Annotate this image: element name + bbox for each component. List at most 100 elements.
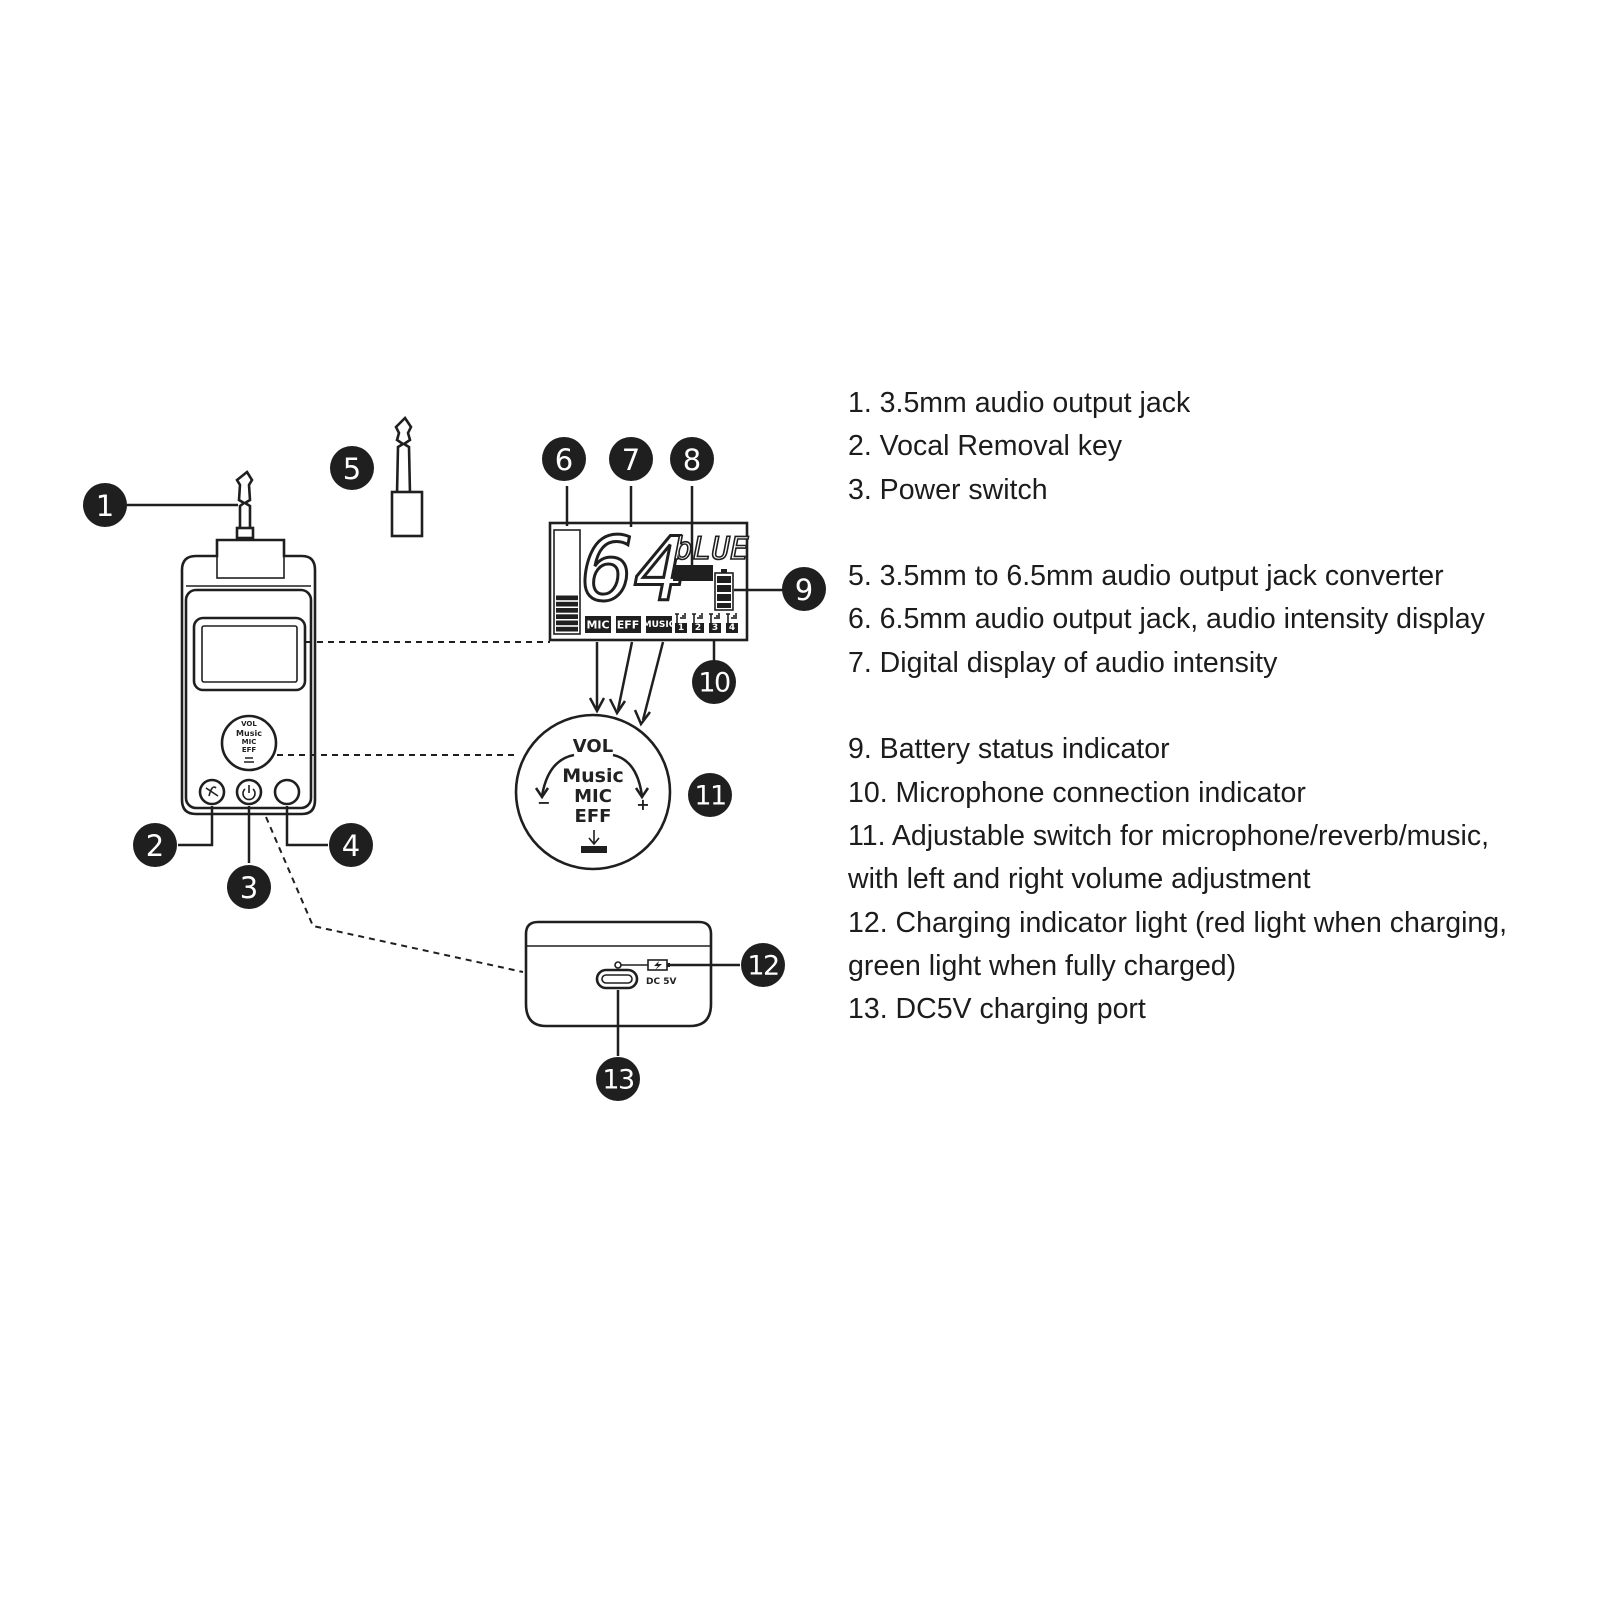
legend-item-5: 5. 3.5mm to 6.5mm audio output jack conv…: [848, 560, 1444, 593]
callout-6: 6: [542, 437, 586, 481]
tag-music: MUSIC: [643, 616, 676, 633]
callout-1: 1: [83, 483, 127, 527]
power-button[interactable]: [235, 778, 263, 806]
vocal-removal-button[interactable]: [198, 778, 226, 806]
dashed-leaders: [265, 641, 550, 973]
channel-2: 2: [692, 613, 704, 633]
callout-10-label: 10: [698, 668, 730, 699]
svg-text:EFF: EFF: [617, 619, 640, 632]
callout-12: 12: [741, 943, 785, 987]
audio-jack-plug: [235, 470, 255, 540]
legend-item-3: 3. Power switch: [848, 473, 1048, 506]
callout-9: 9: [782, 567, 826, 611]
charging-battery-icon: [647, 959, 670, 971]
legend-item-11: 11. Adjustable switch for microphone/rev…: [848, 819, 1490, 852]
legend-item-12: 12. Charging indicator light (red light …: [848, 906, 1508, 939]
knob-eff-label: EFF: [575, 806, 612, 827]
charging-port-detail: DC 5V: [524, 920, 713, 1028]
legend-item-1: 1. 3.5mm audio output jack: [848, 387, 1191, 419]
vol-right-arrowhead: [634, 787, 650, 800]
level-bar: [556, 626, 578, 632]
callout-13-label: 13: [602, 1065, 634, 1096]
receiver-device: VOL Music MIC EFF: [180, 470, 317, 816]
vol-right-arc: [612, 753, 644, 797]
leader-lines: [127, 486, 784, 1056]
callout-5: 5: [330, 446, 374, 490]
vol-left-arc: [540, 753, 575, 797]
svg-text:2: 2: [695, 623, 701, 633]
level-bar: [556, 620, 578, 626]
callout-11-label: 11: [694, 781, 725, 812]
knob-plus-label: +: [636, 795, 649, 814]
svg-text:MUSIC: MUSIC: [643, 620, 676, 630]
lcd-digits: 64: [581, 518, 687, 621]
legend-item-6: 6. 6.5mm audio output jack, audio intens…: [848, 603, 1485, 636]
callout-9-label: 9: [795, 573, 813, 607]
small-mic-label: MIC: [242, 738, 257, 746]
small-vol-label: VOL: [241, 720, 257, 728]
svg-text:MIC: MIC: [586, 619, 609, 632]
level-meter: [556, 595, 578, 632]
tag-eff: EFF: [616, 616, 641, 633]
callout-7: 7: [609, 437, 653, 481]
battery-icon: [714, 569, 734, 611]
level-bar: [556, 601, 578, 607]
device-screen: [192, 616, 307, 692]
tag-mic: MIC: [585, 616, 611, 633]
callout-6-label: 6: [555, 443, 573, 477]
channel-3: 3: [709, 613, 721, 633]
channel-1: 1: [675, 613, 687, 633]
legend-item-2: 2. Vocal Removal key: [848, 430, 1123, 463]
callout-4: 4: [329, 823, 373, 867]
callout-2: 2: [133, 823, 177, 867]
callout-3-label: 3: [240, 871, 258, 905]
knob-music-label: Music: [562, 765, 624, 787]
lcd-display: 64 bLUE MIC EFF MUSIC: [548, 517, 750, 642]
usb-c-port: [595, 968, 639, 990]
svg-text:4: 4: [729, 623, 735, 633]
callout-8-label: 8: [683, 443, 701, 477]
callout-13: 13: [596, 1057, 640, 1101]
callout-5-label: 5: [343, 452, 361, 486]
callout-3: 3: [227, 865, 271, 909]
callout-8: 8: [670, 437, 714, 481]
knob-minus-label: −: [537, 793, 550, 812]
level-bar: [556, 614, 578, 619]
legend-item-11-cont: with left and right volume adjustment: [848, 863, 1311, 896]
callout-12-label: 12: [747, 951, 778, 982]
svg-text:3: 3: [712, 623, 718, 633]
legend-item-12-cont: green light when fully charged): [848, 949, 1237, 982]
adapter-converter: [390, 415, 424, 538]
mic-channel-indicators: 1 2 3 4: [675, 613, 738, 633]
small-music-label: Music: [236, 729, 262, 738]
legend-item-7: 7. Digital display of audio intensity: [848, 646, 1278, 679]
callout-4-label: 4: [342, 829, 360, 863]
vocal-removal-icon: [205, 786, 219, 797]
small-eff-label: EFF: [242, 746, 257, 754]
device-knob[interactable]: VOL Music MIC EFF: [220, 714, 278, 772]
knob-mic-label: MIC: [574, 786, 612, 807]
level-meter-frame: [553, 529, 581, 635]
svg-text:1: 1: [678, 623, 684, 633]
dc-5v-label: DC 5V: [646, 977, 676, 987]
legend-item-13: 13. DC5V charging port: [848, 993, 1146, 1026]
callout-11: 11: [688, 773, 732, 817]
callout-1-label: 1: [96, 489, 114, 523]
legend-item-9: 9. Battery status indicator: [848, 733, 1170, 766]
level-bar: [556, 595, 578, 601]
knob-detail: VOL Music MIC EFF − +: [514, 713, 672, 871]
callout-2-label: 2: [146, 829, 164, 863]
blank-button[interactable]: [273, 778, 301, 806]
callout-7-label: 7: [622, 443, 640, 477]
level-bar: [556, 608, 578, 613]
knob-vol-label: VOL: [573, 736, 613, 757]
channel-4: 4: [726, 613, 738, 633]
callout-10: 10: [692, 660, 736, 704]
lcd-word: bLUE: [674, 531, 749, 567]
power-icon: [242, 788, 256, 801]
legend-item-10: 10. Microphone connection indicator: [848, 776, 1306, 809]
vol-left-arrowhead: [534, 787, 550, 800]
legend-list: 1. 3.5mm audio output jack 2. Vocal Remo…: [848, 382, 1588, 1031]
